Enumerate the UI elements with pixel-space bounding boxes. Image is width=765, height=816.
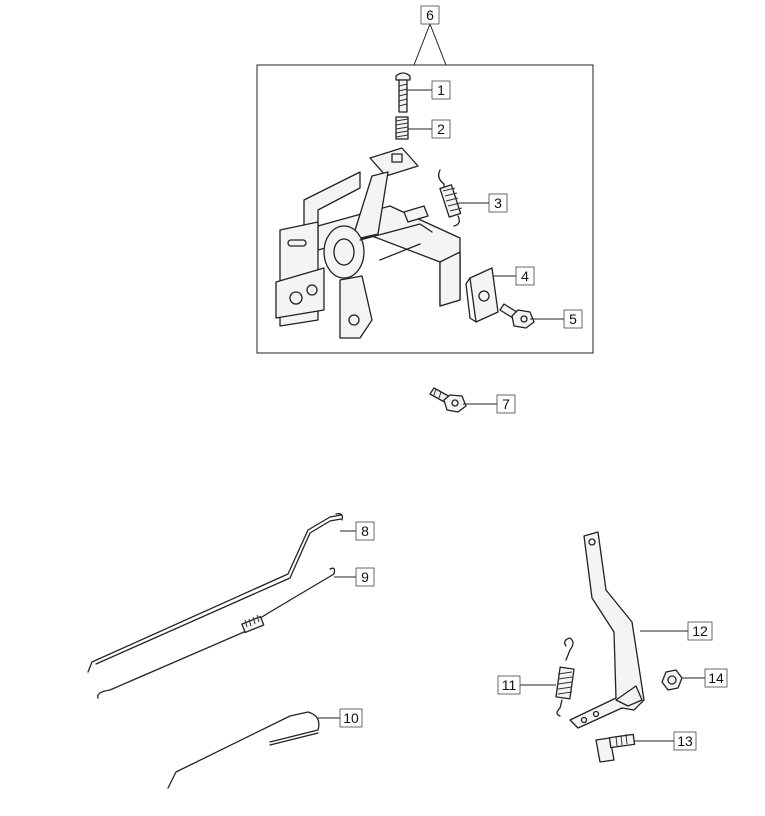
part-flange-bolt: [499, 303, 535, 329]
part-nut: [661, 669, 683, 691]
callout-11: 11: [497, 675, 521, 695]
callout-1: 1: [431, 80, 451, 100]
part-spring-cable: [97, 567, 336, 699]
callout-5: 5: [563, 309, 583, 329]
part-compression-spring: [395, 116, 409, 140]
callout-9: 9: [355, 567, 375, 587]
part-bolt: [429, 387, 467, 413]
callout-3: 3: [488, 193, 508, 213]
callout-label: 1: [437, 82, 445, 98]
part-governor-lever: [569, 531, 645, 729]
callout-label: 10: [343, 710, 359, 726]
part-clip: [465, 267, 499, 323]
callout-label: 7: [502, 396, 510, 412]
callout-label: 4: [521, 268, 529, 284]
callout-10: 10: [339, 708, 363, 728]
callout-label: 14: [708, 670, 724, 686]
part-screw: [395, 72, 411, 113]
callout-label: 2: [437, 121, 445, 137]
callout-6: 6: [420, 5, 440, 25]
leader-lines: [318, 89, 705, 742]
callout-label: 12: [692, 623, 708, 639]
callout-12: 12: [687, 621, 713, 641]
part-control-rod: [87, 512, 344, 673]
part-square-head-bolt: [595, 733, 636, 763]
callout-label: 9: [361, 569, 369, 585]
callout-label: 11: [502, 677, 517, 693]
part-choke-rod: [167, 711, 320, 789]
part-extension-spring: [438, 169, 463, 227]
callout-2: 2: [431, 119, 451, 139]
part-spring-small: [555, 637, 575, 717]
callout-8: 8: [355, 521, 375, 541]
callout-7: 7: [496, 394, 516, 414]
callout-label: 5: [569, 311, 577, 327]
callout-14: 14: [704, 668, 728, 688]
callout-label: 3: [494, 195, 502, 211]
callout-13: 13: [673, 731, 697, 751]
callout-label: 8: [361, 523, 369, 539]
callout-label: 13: [677, 733, 693, 749]
part-control-bracket: [275, 147, 461, 339]
assembly-group-frame: [256, 23, 594, 354]
callout-label: 6: [426, 7, 434, 23]
callout-4: 4: [515, 266, 535, 286]
